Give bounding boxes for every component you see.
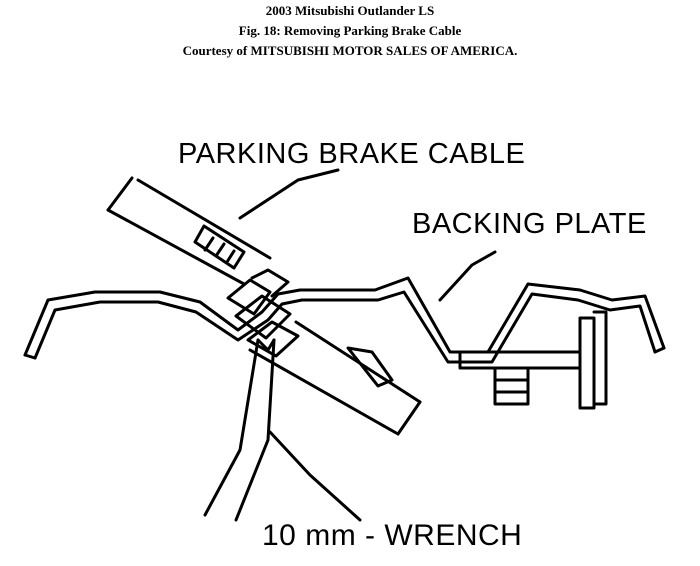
cable-end-tip xyxy=(346,346,394,388)
leader-line-wrench xyxy=(268,430,362,522)
vehicle-title: 2003 Mitsubishi Outlander LS xyxy=(265,3,435,18)
backing-plate xyxy=(23,276,666,364)
backing-plate-outer-edge xyxy=(23,276,666,357)
figure-caption: Fig. 18: Removing Parking Brake Cable xyxy=(238,23,462,38)
figure-header: 2003 Mitsubishi Outlander LS Fig. 18: Re… xyxy=(0,0,700,61)
cable-upper-line xyxy=(106,208,246,286)
bolt-flange xyxy=(458,350,582,370)
cable-fitting xyxy=(193,224,246,270)
bracket-plate xyxy=(578,316,596,410)
bolt-head xyxy=(493,366,530,406)
label-backing-plate: BACKING PLATE xyxy=(412,208,647,240)
cable-lower-line xyxy=(136,178,272,260)
figure-credit: Courtesy of MITSUBISHI MOTOR SALES OF AM… xyxy=(182,43,518,58)
wrench-jaw xyxy=(256,338,276,352)
label-wrench: 10 mm - WRENCH xyxy=(262,519,523,552)
parking-brake-cable xyxy=(106,176,422,436)
cable-retainer-clip xyxy=(226,268,300,358)
leader-line-cable xyxy=(238,168,340,220)
wrench-handle-right xyxy=(234,338,276,522)
wrench-handle-left xyxy=(203,338,260,517)
leader-line-plate xyxy=(438,250,497,302)
backing-plate-bolt xyxy=(458,310,608,410)
cable-end-rod-upper xyxy=(248,348,400,436)
wrench xyxy=(203,338,276,522)
label-parking-brake-cable: PARKING BRAKE CABLE xyxy=(178,138,526,170)
bracket-flange xyxy=(592,310,608,406)
backing-plate-inner-edge xyxy=(33,290,657,364)
